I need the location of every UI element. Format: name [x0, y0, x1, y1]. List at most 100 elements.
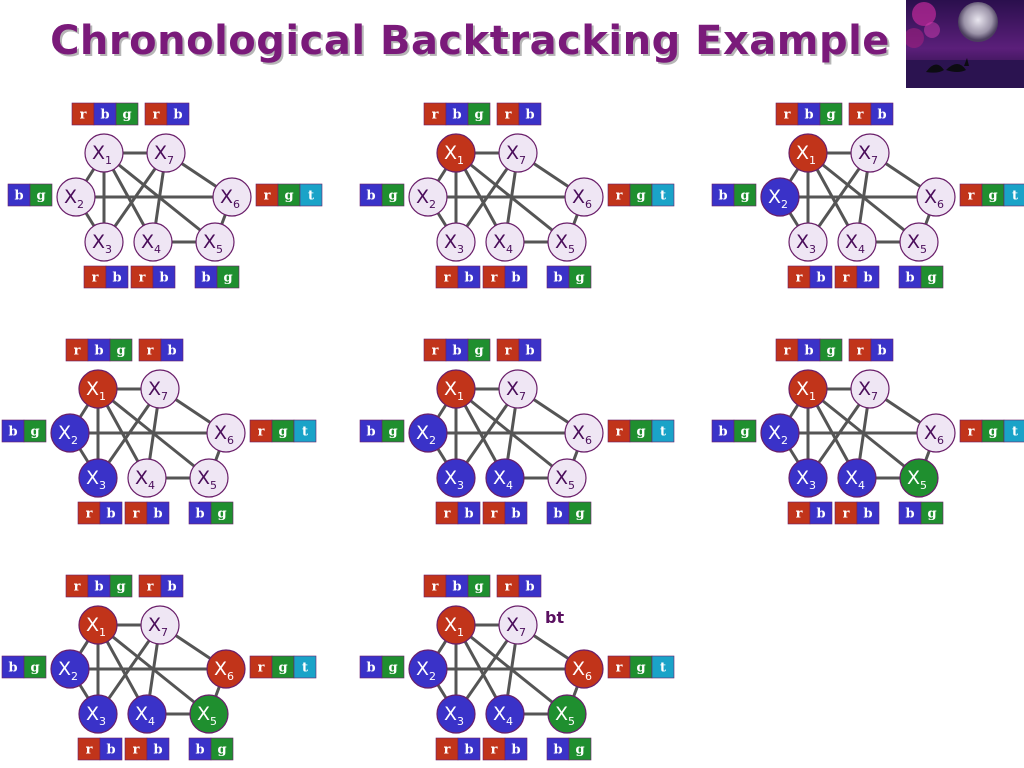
node-label: X4	[493, 467, 513, 492]
node-x2: X2	[760, 413, 800, 453]
domain-chip-label: g	[927, 507, 936, 522]
node-circle	[206, 649, 246, 689]
node-x7: X7	[146, 133, 186, 173]
domain-chip-label: b	[201, 271, 210, 286]
domain-chip-label: b	[153, 743, 162, 758]
domain-chip	[109, 338, 133, 362]
node-circle	[564, 413, 604, 453]
node-label: X7	[506, 142, 526, 167]
domain-chip-label: r	[258, 661, 265, 676]
domain-chip-label: g	[30, 661, 39, 676]
domain-chip-label: b	[804, 344, 813, 359]
domain-chip	[293, 655, 317, 679]
domain-chip-label: b	[8, 425, 17, 440]
node-label: X1	[86, 378, 106, 403]
node-label: X2	[64, 186, 84, 211]
node-label: X5	[203, 231, 223, 256]
node-label: X4	[135, 467, 155, 492]
domain-chip	[29, 183, 53, 207]
node-circle	[498, 605, 538, 645]
node-label: X7	[506, 378, 526, 403]
node-circle	[78, 605, 118, 645]
domain-chip-label: b	[525, 344, 534, 359]
page-title: Chronological Backtracking Example	[50, 18, 890, 64]
domain-chip-label: g	[36, 189, 45, 204]
domain-chip-label: b	[553, 743, 562, 758]
node-label: X4	[493, 703, 513, 728]
domain-chip-label: b	[877, 344, 886, 359]
domain-chip-label: r	[74, 344, 81, 359]
domain-chip	[146, 501, 170, 525]
domain-chip	[568, 501, 592, 525]
node-circle	[78, 458, 118, 498]
node-x4: X4	[485, 222, 525, 262]
node-x7: X7	[498, 133, 538, 173]
node-circle	[788, 133, 828, 173]
domain-chip-label: g	[826, 108, 835, 123]
domain-chip-label: g	[474, 580, 483, 595]
domain-chip-label: r	[133, 743, 140, 758]
node-circle	[436, 605, 476, 645]
domain-chip	[1003, 419, 1024, 443]
node-circle	[133, 222, 173, 262]
node-label: X2	[768, 186, 788, 211]
domain-chip	[23, 419, 47, 443]
domain-chip	[166, 102, 190, 126]
domain-chip-label: r	[857, 344, 864, 359]
domain-chip	[99, 737, 123, 761]
node-x6: X6	[212, 177, 252, 217]
domain-chip-label: g	[217, 507, 226, 522]
domain-chip-label: r	[432, 108, 439, 123]
node-circle	[760, 413, 800, 453]
domain-chip-label: g	[116, 344, 125, 359]
node-circle	[189, 694, 229, 734]
node-x5: X5	[547, 694, 587, 734]
domain-chip-label: r	[968, 189, 975, 204]
domain-chip	[467, 338, 491, 362]
domain-chip-label: b	[511, 271, 520, 286]
node-label: X6	[572, 186, 592, 211]
node-x2: X2	[760, 177, 800, 217]
domain-chip-label: b	[94, 344, 103, 359]
node-x7: X7	[498, 369, 538, 409]
domain-chip-label: b	[167, 580, 176, 595]
domain-chip-label: b	[525, 108, 534, 123]
domain-chip-label: r	[505, 108, 512, 123]
domain-chip	[467, 574, 491, 598]
domain-chip-label: b	[816, 271, 825, 286]
domain-chip-label: r	[784, 344, 791, 359]
domain-chip-label: t	[1012, 425, 1018, 440]
domain-chip	[381, 183, 405, 207]
domain-chip	[467, 102, 491, 126]
node-label: X5	[555, 703, 575, 728]
node-circle	[564, 649, 604, 689]
domain-chip-label: r	[505, 580, 512, 595]
domain-chip-label: g	[474, 108, 483, 123]
node-x2: X2	[50, 649, 90, 689]
node-circle	[760, 177, 800, 217]
node-circle	[547, 458, 587, 498]
domain-chip	[216, 265, 240, 289]
domain-chip-label: r	[444, 507, 451, 522]
domain-chip-label: b	[159, 271, 168, 286]
node-x1: X1	[436, 605, 476, 645]
node-circle	[127, 694, 167, 734]
node-circle	[84, 133, 124, 173]
